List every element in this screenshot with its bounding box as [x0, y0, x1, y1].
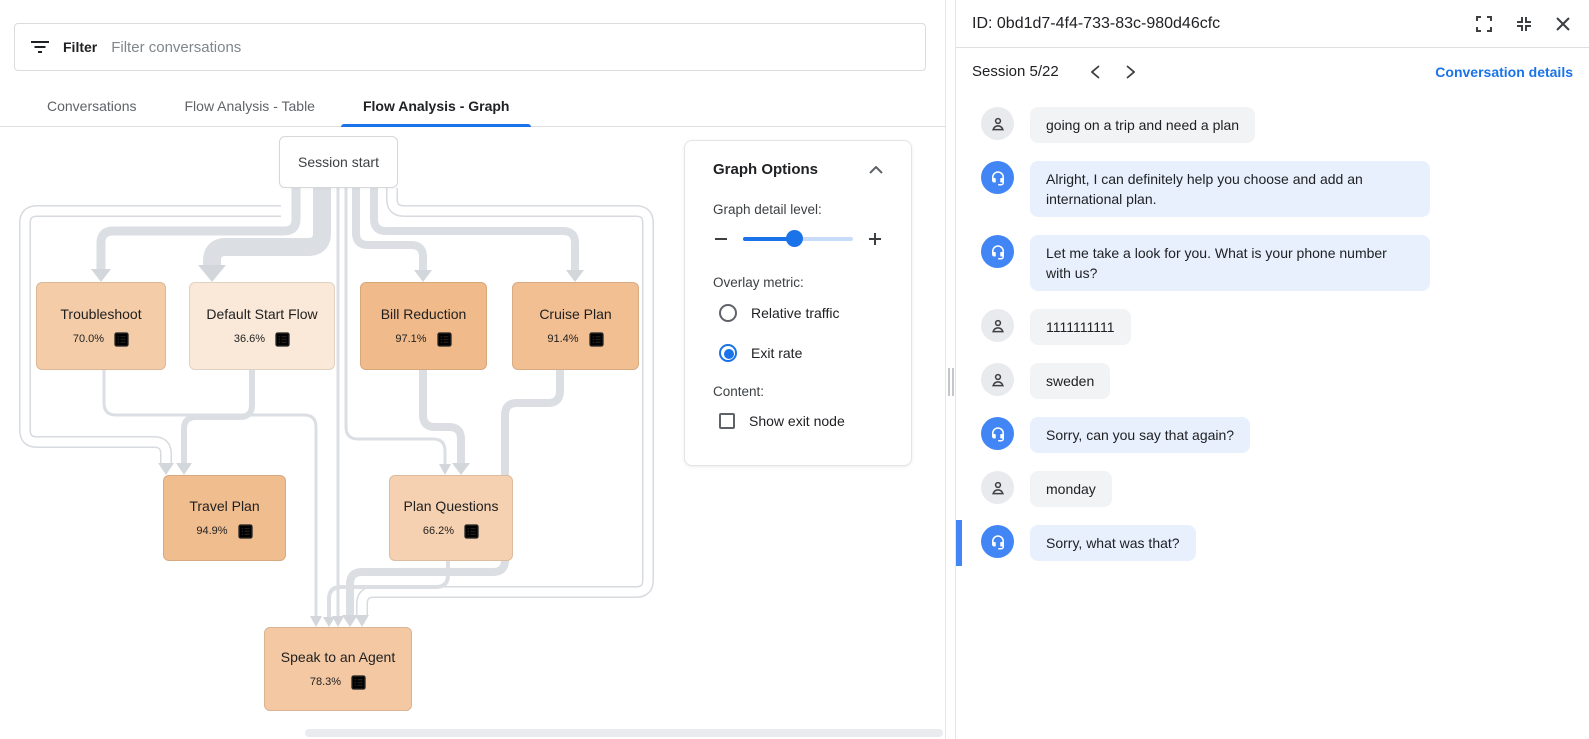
user-avatar-person-icon	[981, 107, 1014, 140]
zoom-in-plus-icon[interactable]	[867, 231, 883, 247]
list-alt-icon[interactable]	[351, 674, 366, 690]
node-exit-rate: 94.9%	[196, 525, 228, 537]
close-icon[interactable]	[1555, 16, 1571, 32]
user-avatar-person-icon	[981, 363, 1014, 396]
user-avatar-person-icon	[981, 309, 1014, 342]
message-row[interactable]: sweden	[956, 363, 1569, 399]
message-row[interactable]: Let me take a look for you. What is your…	[956, 235, 1569, 291]
conversation-detail-panel: ID: 0bd1d7-4f4-733-83c-980d46cfc Session…	[956, 0, 1589, 739]
graph-node-session-start[interactable]: Session start	[279, 136, 398, 188]
fullscreen-icon[interactable]	[1475, 15, 1493, 33]
drag-grip	[948, 368, 950, 396]
conversation-id-title: ID: 0bd1d7-4f4-733-83c-980d46cfc	[972, 14, 1221, 32]
graph-node-troubleshoot[interactable]: Troubleshoot 70.0%	[36, 282, 166, 370]
node-exit-rate: 91.4%	[547, 333, 579, 345]
agent-avatar-headset-icon	[981, 525, 1014, 558]
filter-input[interactable]: Filter conversations	[111, 38, 242, 56]
content-label: Content:	[713, 384, 765, 399]
message-bubble[interactable]: Alright, I can definitely help you choos…	[1030, 161, 1430, 217]
graph-node-speak-to-an-agent[interactable]: Speak to an Agent 78.3%	[264, 627, 412, 711]
node-title: Cruise Plan	[539, 305, 612, 322]
slider-thumb[interactable]	[785, 230, 803, 247]
message-row[interactable]: monday	[956, 471, 1569, 507]
tab-conversations[interactable]: Conversations	[47, 98, 137, 114]
node-title: Plan Questions	[403, 497, 499, 514]
tab-flow-analysis-table[interactable]: Flow Analysis - Table	[184, 98, 315, 114]
graph-options-title: Graph Options	[713, 161, 818, 178]
list-alt-icon[interactable]	[464, 523, 479, 539]
next-session-chevron-right-icon[interactable]	[1126, 64, 1135, 79]
filter-list-icon	[31, 40, 49, 54]
message-row[interactable]: 1111111111	[956, 309, 1569, 345]
tab-flow-analysis-graph[interactable]: Flow Analysis - Graph	[339, 86, 534, 127]
message-bubble[interactable]: 1111111111	[1030, 309, 1131, 345]
message-bubble[interactable]: monday	[1030, 471, 1112, 507]
session-counter: Session 5/22	[972, 63, 1059, 80]
graph-detail-label: Graph detail level:	[713, 202, 822, 217]
list-alt-icon[interactable]	[237, 523, 253, 539]
graph-node-plan-questions[interactable]: Plan Questions 66.2%	[389, 475, 513, 561]
node-title: Travel Plan	[189, 497, 260, 514]
graph-node-travel-plan[interactable]: Travel Plan 94.9%	[163, 475, 286, 561]
list-alt-icon[interactable]	[114, 331, 129, 347]
tab-bar: Conversations Flow Analysis - Table Flow…	[0, 86, 946, 127]
exit-fullscreen-icon[interactable]	[1515, 15, 1533, 33]
user-avatar-person-icon	[981, 471, 1014, 504]
session-nav-row: Session 5/22 Conversation details	[956, 48, 1589, 95]
message-bubble[interactable]: Sorry, what was that?	[1030, 525, 1196, 561]
message-row[interactable]: going on a trip and need a plan	[956, 107, 1569, 143]
graph-detail-slider[interactable]	[743, 230, 853, 247]
graph-node-default-start-flow[interactable]: Default Start Flow 36.6%	[189, 282, 335, 370]
radio-selected-icon[interactable]	[719, 344, 737, 362]
message-row[interactable]: Alright, I can definitely help you choos…	[956, 161, 1569, 217]
analysis-panel: Filter Filter conversations Conversation…	[0, 0, 946, 739]
message-bubble[interactable]: sweden	[1030, 363, 1111, 399]
panel-resize-handle[interactable]	[946, 0, 956, 739]
drag-grip	[952, 368, 954, 396]
node-title: Default Start Flow	[206, 305, 318, 322]
radio-exit-rate[interactable]: Exit rate	[719, 344, 883, 362]
flow-edges	[19, 188, 654, 627]
checkbox-show-exit-node[interactable]: Show exit node	[719, 413, 883, 429]
node-title: Speak to an Agent	[280, 648, 396, 665]
conversation-details-link[interactable]: Conversation details	[1435, 63, 1573, 80]
radio-relative-traffic[interactable]: Relative traffic	[719, 304, 883, 322]
graph-node-cruise-plan[interactable]: Cruise Plan 91.4%	[512, 282, 639, 370]
agent-avatar-headset-icon	[981, 161, 1014, 194]
message-row[interactable]: Sorry, can you say that again?	[956, 417, 1569, 453]
list-alt-icon[interactable]	[588, 331, 604, 347]
zoom-out-minus-icon[interactable]	[713, 231, 729, 247]
previous-session-chevron-left-icon[interactable]	[1090, 64, 1100, 79]
node-exit-rate: 36.6%	[233, 333, 266, 345]
overlay-metric-label: Overlay metric:	[713, 275, 804, 290]
graph-node-bill-reduction[interactable]: Bill Reduction 97.1%	[360, 282, 487, 370]
detail-header: ID: 0bd1d7-4f4-733-83c-980d46cfc	[956, 0, 1589, 48]
message-bubble[interactable]: going on a trip and need a plan	[1030, 107, 1256, 143]
transcript: going on a trip and need a plan Alright,…	[956, 95, 1589, 573]
horizontal-scrollbar[interactable]	[305, 729, 943, 737]
node-exit-rate: 97.1%	[395, 333, 427, 345]
node-title: Troubleshoot	[60, 305, 142, 322]
agent-avatar-headset-icon	[981, 235, 1014, 268]
collapse-chevron-up-icon[interactable]	[869, 165, 883, 174]
node-title: Bill Reduction	[380, 305, 467, 322]
agent-avatar-headset-icon	[981, 417, 1014, 450]
node-exit-rate: 70.0%	[72, 333, 105, 345]
filter-label: Filter	[63, 39, 98, 55]
list-alt-icon[interactable]	[436, 331, 452, 347]
message-row-selected[interactable]: Sorry, what was that?	[956, 520, 1569, 566]
message-bubble[interactable]: Let me take a look for you. What is your…	[1030, 235, 1430, 291]
checkbox-icon[interactable]	[719, 413, 735, 429]
list-alt-icon[interactable]	[275, 331, 290, 347]
slider-fill	[743, 237, 794, 241]
graph-options-panel: Graph Options Graph detail level:	[684, 140, 912, 466]
node-exit-rate: 78.3%	[309, 676, 342, 688]
filter-bar[interactable]: Filter Filter conversations	[14, 23, 926, 71]
message-bubble[interactable]: Sorry, can you say that again?	[1030, 417, 1251, 453]
node-exit-rate: 66.2%	[422, 525, 455, 537]
radio-icon[interactable]	[719, 304, 737, 322]
flow-graph-canvas[interactable]: Session start Troubleshoot 70.0% Default…	[0, 127, 946, 739]
